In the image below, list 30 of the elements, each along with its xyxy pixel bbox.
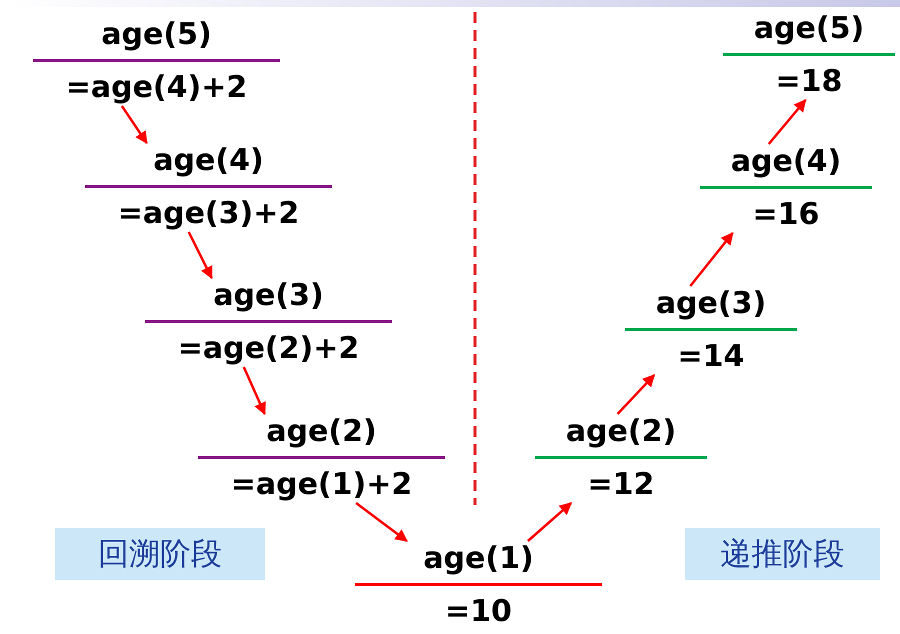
- arrow: [120, 105, 148, 144]
- expression-text: age(3): [212, 277, 325, 315]
- expression-text: age(2): [564, 413, 678, 451]
- value-text: =16: [752, 196, 820, 234]
- expression-text: age(5): [100, 16, 213, 54]
- arrow: [768, 99, 807, 145]
- value-text: =age(2)+2: [176, 330, 360, 368]
- arrow: [355, 502, 408, 542]
- phase-label-box: [55, 528, 265, 580]
- expression-text: age(3): [654, 285, 768, 323]
- arrow: [616, 374, 656, 415]
- expression-text: age(2): [265, 413, 378, 451]
- arrow: [527, 502, 572, 542]
- expression-text: age(4): [730, 143, 842, 181]
- phase-label: 递推阶段: [720, 535, 844, 573]
- value-text: =12: [586, 466, 656, 504]
- value-text: =age(4)+2: [64, 69, 248, 107]
- arrow: [242, 366, 266, 416]
- expression-text: age(4): [152, 142, 265, 180]
- expression-text: age(1): [422, 540, 535, 578]
- phase-label: 回溯阶段: [98, 535, 222, 573]
- value-text: =age(1)+2: [230, 466, 414, 504]
- value-text: =14: [676, 338, 746, 376]
- arrow: [188, 231, 213, 280]
- value-text: =age(3)+2: [116, 195, 300, 233]
- expression-text: age(5): [752, 10, 866, 48]
- value-text: =10: [444, 593, 513, 631]
- value-text: =18: [774, 63, 844, 101]
- arrow: [689, 232, 734, 287]
- phase-label-box: [685, 528, 880, 580]
